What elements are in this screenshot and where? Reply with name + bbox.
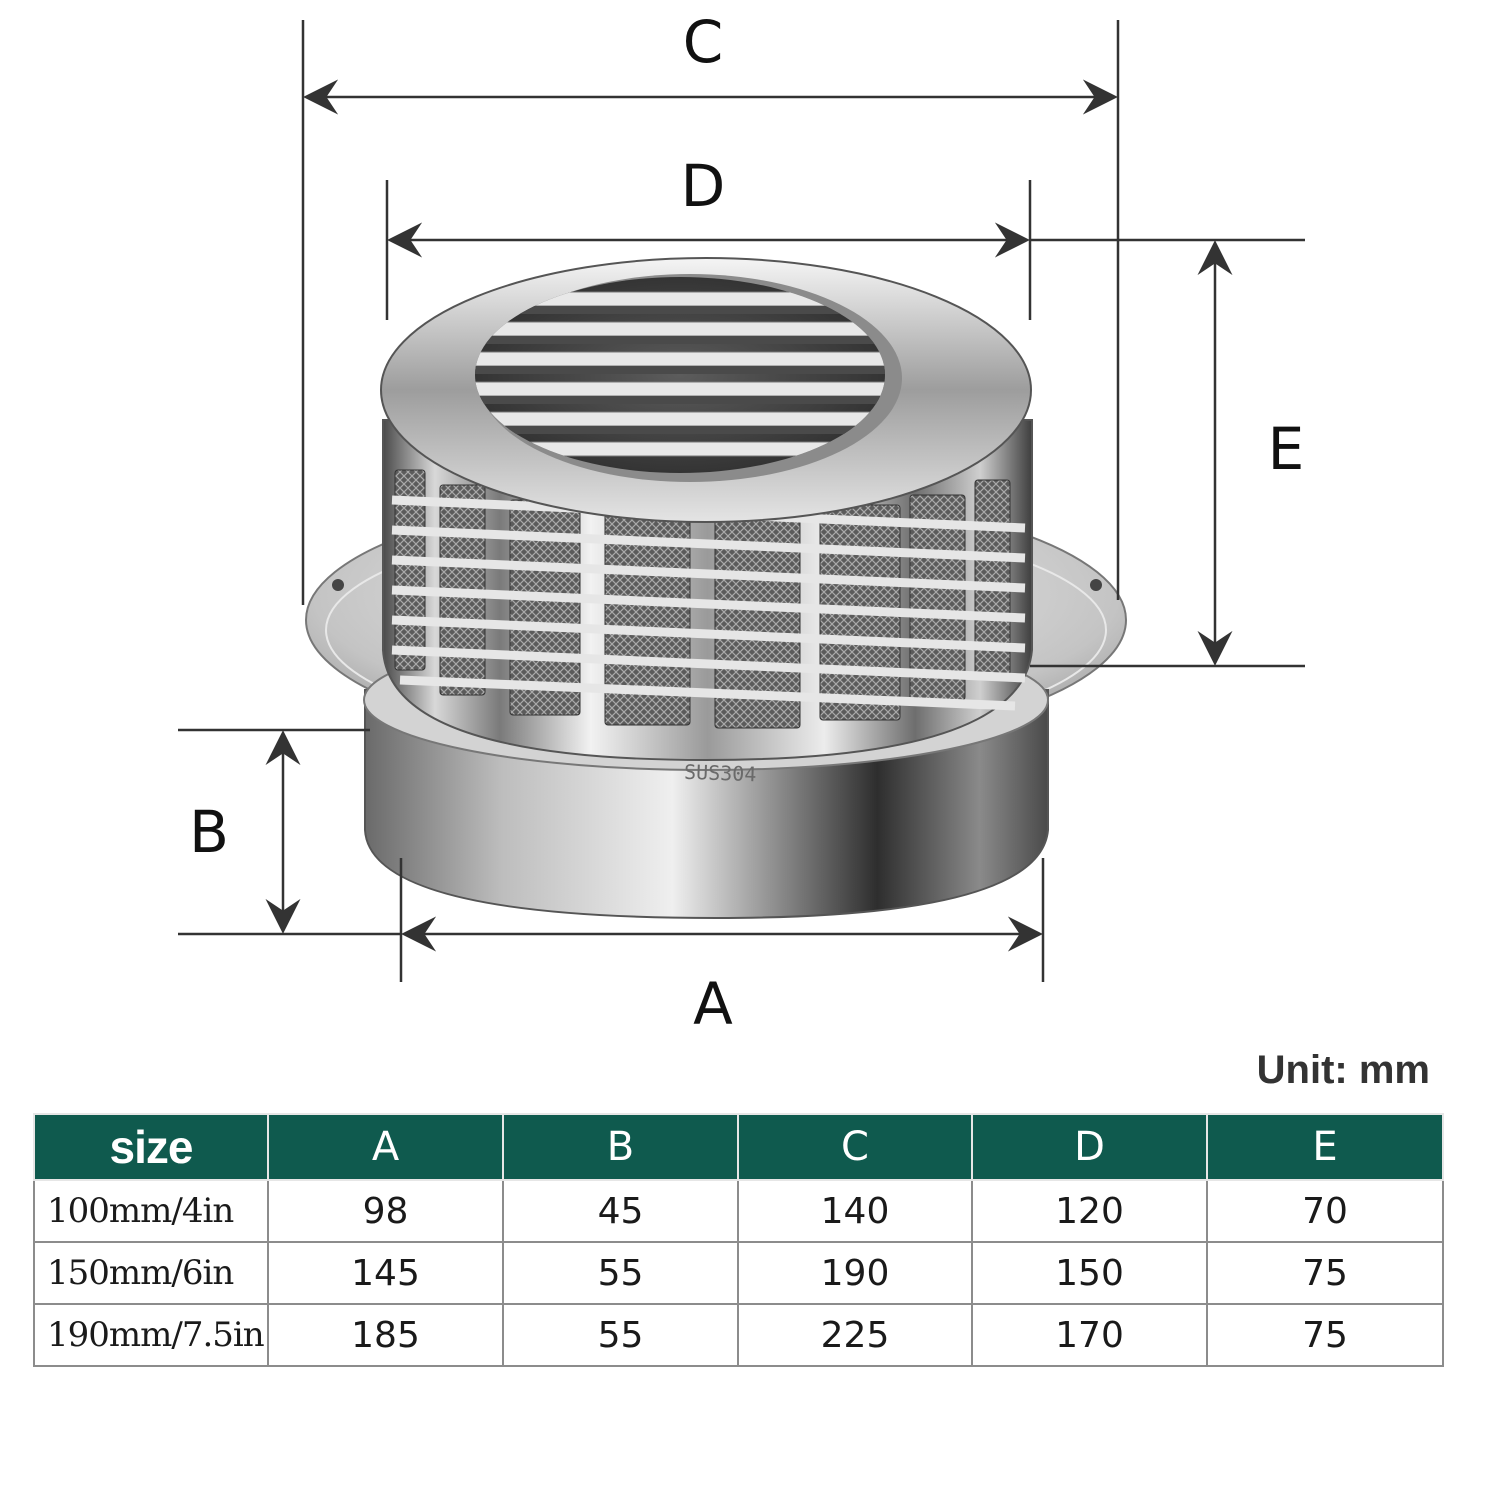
dimension-label-d: D xyxy=(680,152,726,220)
table-cell: 225 xyxy=(737,1303,973,1367)
table-header-d: D xyxy=(971,1113,1208,1181)
table-row: 150mm/6in 145 55 190 150 75 xyxy=(33,1241,1444,1305)
table-cell: 140 xyxy=(737,1179,973,1243)
unit-label: Unit: mm xyxy=(1256,1048,1430,1092)
dimension-lines xyxy=(178,20,1305,982)
table-cell: 75 xyxy=(1206,1303,1444,1367)
dimension-label-e: E xyxy=(1267,415,1305,483)
table-cell: 75 xyxy=(1206,1241,1444,1305)
vent-cap-drawing: SUS304 xyxy=(178,20,1305,982)
dimension-label-b: B xyxy=(189,798,229,866)
size-table: size A B C D E 100mm/4in 98 45 140 120 7… xyxy=(33,1113,1444,1367)
table-cell-size: 150mm/6in xyxy=(33,1241,269,1305)
table-cell-size: 100mm/4in xyxy=(33,1179,269,1243)
table-cell: 98 xyxy=(267,1179,504,1243)
table-header-size: size xyxy=(33,1113,269,1181)
table-header-row: size A B C D E xyxy=(33,1113,1444,1181)
table-header-e: E xyxy=(1206,1113,1444,1181)
table-cell: 70 xyxy=(1206,1179,1444,1243)
table-cell-size: 190mm/7.5in xyxy=(33,1303,269,1367)
table-cell: 170 xyxy=(971,1303,1208,1367)
top-louvres xyxy=(475,291,885,457)
table-cell: 145 xyxy=(267,1241,504,1305)
side-grille xyxy=(391,469,1026,729)
table-cell: 55 xyxy=(502,1241,739,1305)
dimension-label-a: A xyxy=(693,970,733,1038)
table-cell: 190 xyxy=(737,1241,973,1305)
table-header-c: C xyxy=(737,1113,973,1181)
table-row: 190mm/7.5in 185 55 225 170 75 xyxy=(33,1303,1444,1367)
table-row: 100mm/4in 98 45 140 120 70 xyxy=(33,1179,1444,1243)
dimension-label-c: C xyxy=(682,8,724,76)
table-header-b: B xyxy=(502,1113,739,1181)
table-cell: 45 xyxy=(502,1179,739,1243)
product-stamp: SUS304 xyxy=(684,760,757,787)
table-cell: 185 xyxy=(267,1303,504,1367)
table-header-a: A xyxy=(267,1113,504,1181)
table-cell: 120 xyxy=(971,1179,1208,1243)
table-cell: 55 xyxy=(502,1303,739,1367)
table-cell: 150 xyxy=(971,1241,1208,1305)
